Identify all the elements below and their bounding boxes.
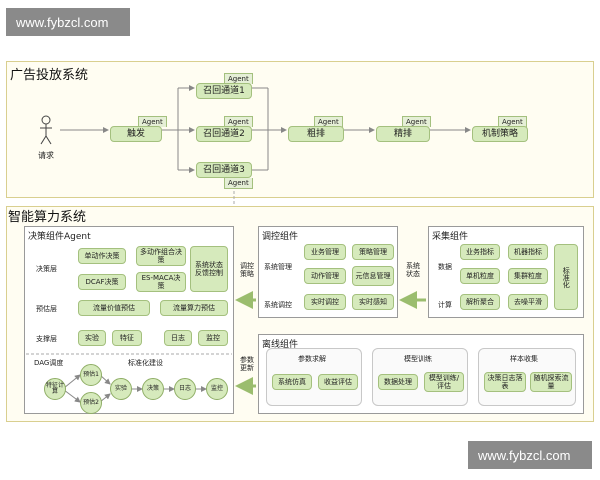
monitor-support: 监控 <box>198 330 228 346</box>
dag-feature-calc: 特征计算 <box>44 378 66 400</box>
recall1-node: 召回通道1 <box>196 83 252 99</box>
strategy-mgmt: 策略管理 <box>352 244 394 260</box>
system-simulation: 系统仿真 <box>272 374 312 390</box>
recall2-agent-tag: Agent <box>224 116 253 127</box>
standardize: 标准化 <box>554 244 578 310</box>
meta-info-mgmt: 元信息管理 <box>352 266 394 286</box>
recall3-node: 召回通道3 <box>196 162 252 178</box>
dag-decision: 决策 <box>142 378 164 400</box>
dag-schedule-label: DAG调度 <box>34 359 64 367</box>
parse-aggregate: 解析聚合 <box>460 294 500 310</box>
offline-title: 离线组件 <box>262 340 299 350</box>
system-state-feedback-control: 系统状态反馈控制 <box>190 246 228 292</box>
collect-title: 采集组件 <box>432 232 469 242</box>
coarse-rank-node: 粗排 <box>288 126 344 142</box>
traffic-value-estimate: 流量价值预估 <box>78 300 150 316</box>
mechanism-agent-tag: Agent <box>498 116 527 127</box>
param-update-arrow-label: 参数更新 <box>240 356 254 373</box>
recall1-agent-tag: Agent <box>224 73 253 84</box>
system-mgmt-label: 系统管理 <box>264 263 292 271</box>
compute-label: 计算 <box>438 301 452 309</box>
coarse-agent-tag: Agent <box>314 116 343 127</box>
watermark-top: www.fybzcl.com <box>6 8 130 36</box>
model-train-eval: 模型训练/评估 <box>424 372 464 392</box>
random-explore-traffic: 随机探索流量 <box>530 372 572 392</box>
dcaf-decision: DCAF决策 <box>78 274 126 290</box>
recall3-agent-tag: Agent <box>224 178 253 189</box>
dag-log: 日志 <box>174 378 196 400</box>
ad-system-title: 广告投放系统 <box>10 68 89 83</box>
mechanism-strategy-node: 机制策略 <box>472 126 528 142</box>
tuning-strategy-arrow-label: 调控策略 <box>240 262 254 279</box>
biz-metric: 业务指标 <box>460 244 500 260</box>
standardization-label: 标准化建设 <box>128 359 163 367</box>
data-processing: 数据处理 <box>378 374 418 390</box>
user-request-label: 请求 <box>38 151 54 160</box>
cluster-granularity: 集群粒度 <box>508 268 548 284</box>
model-train-label: 模型训练 <box>404 355 432 363</box>
realtime-sensing: 实时感知 <box>352 294 394 310</box>
realtime-tuning: 实时调控 <box>304 294 346 310</box>
support-layer-label: 支撑层 <box>36 335 57 343</box>
single-granularity: 单机粒度 <box>460 268 500 284</box>
recall2-node: 召回通道2 <box>196 126 252 142</box>
multi-action-decision: 多动作组合决策 <box>136 246 186 266</box>
machine-metric: 机器指标 <box>508 244 548 260</box>
decision-agent-title: 决策组件Agent <box>28 232 91 242</box>
decision-log-table: 决策日志落表 <box>484 372 526 392</box>
es-maca-decision: ES-MACA决策 <box>136 272 186 292</box>
watermark-bottom: www.fybzcl.com <box>468 441 592 469</box>
fine-rank-node: 精排 <box>376 126 430 142</box>
dag-experiment: 实验 <box>110 378 132 400</box>
data-label: 数据 <box>438 263 452 271</box>
compute-system-title: 智能算力系统 <box>8 210 87 225</box>
param-solve-label: 参数求解 <box>298 355 326 363</box>
trigger-agent-tag: Agent <box>138 116 167 127</box>
dag-estimate2: 预估2 <box>80 392 102 414</box>
sample-collect-label: 样本收集 <box>510 355 538 363</box>
dag-monitor: 监控 <box>206 378 228 400</box>
action-mgmt: 动作管理 <box>304 268 346 284</box>
log-support: 日志 <box>164 330 192 346</box>
traffic-compute-estimate: 流量算力预估 <box>160 300 228 316</box>
single-action-decision: 单动作决策 <box>78 248 126 264</box>
gain-evaluation: 收益评估 <box>318 374 358 390</box>
fine-agent-tag: Agent <box>402 116 431 127</box>
biz-mgmt: 业务管理 <box>304 244 346 260</box>
decision-layer-label: 决策层 <box>36 265 57 273</box>
tuning-title: 调控组件 <box>262 232 299 242</box>
estimate-layer-label: 预估层 <box>36 305 57 313</box>
trigger-node: 触发 <box>110 126 162 142</box>
dag-estimate1: 预估1 <box>80 364 102 386</box>
experiment-support: 实验 <box>78 330 106 346</box>
denoise-smooth: 去噪平滑 <box>508 294 548 310</box>
system-state-arrow-label: 系统状态 <box>406 262 420 279</box>
feature-support: 特征 <box>112 330 142 346</box>
system-tuning-label: 系统调控 <box>264 301 292 309</box>
